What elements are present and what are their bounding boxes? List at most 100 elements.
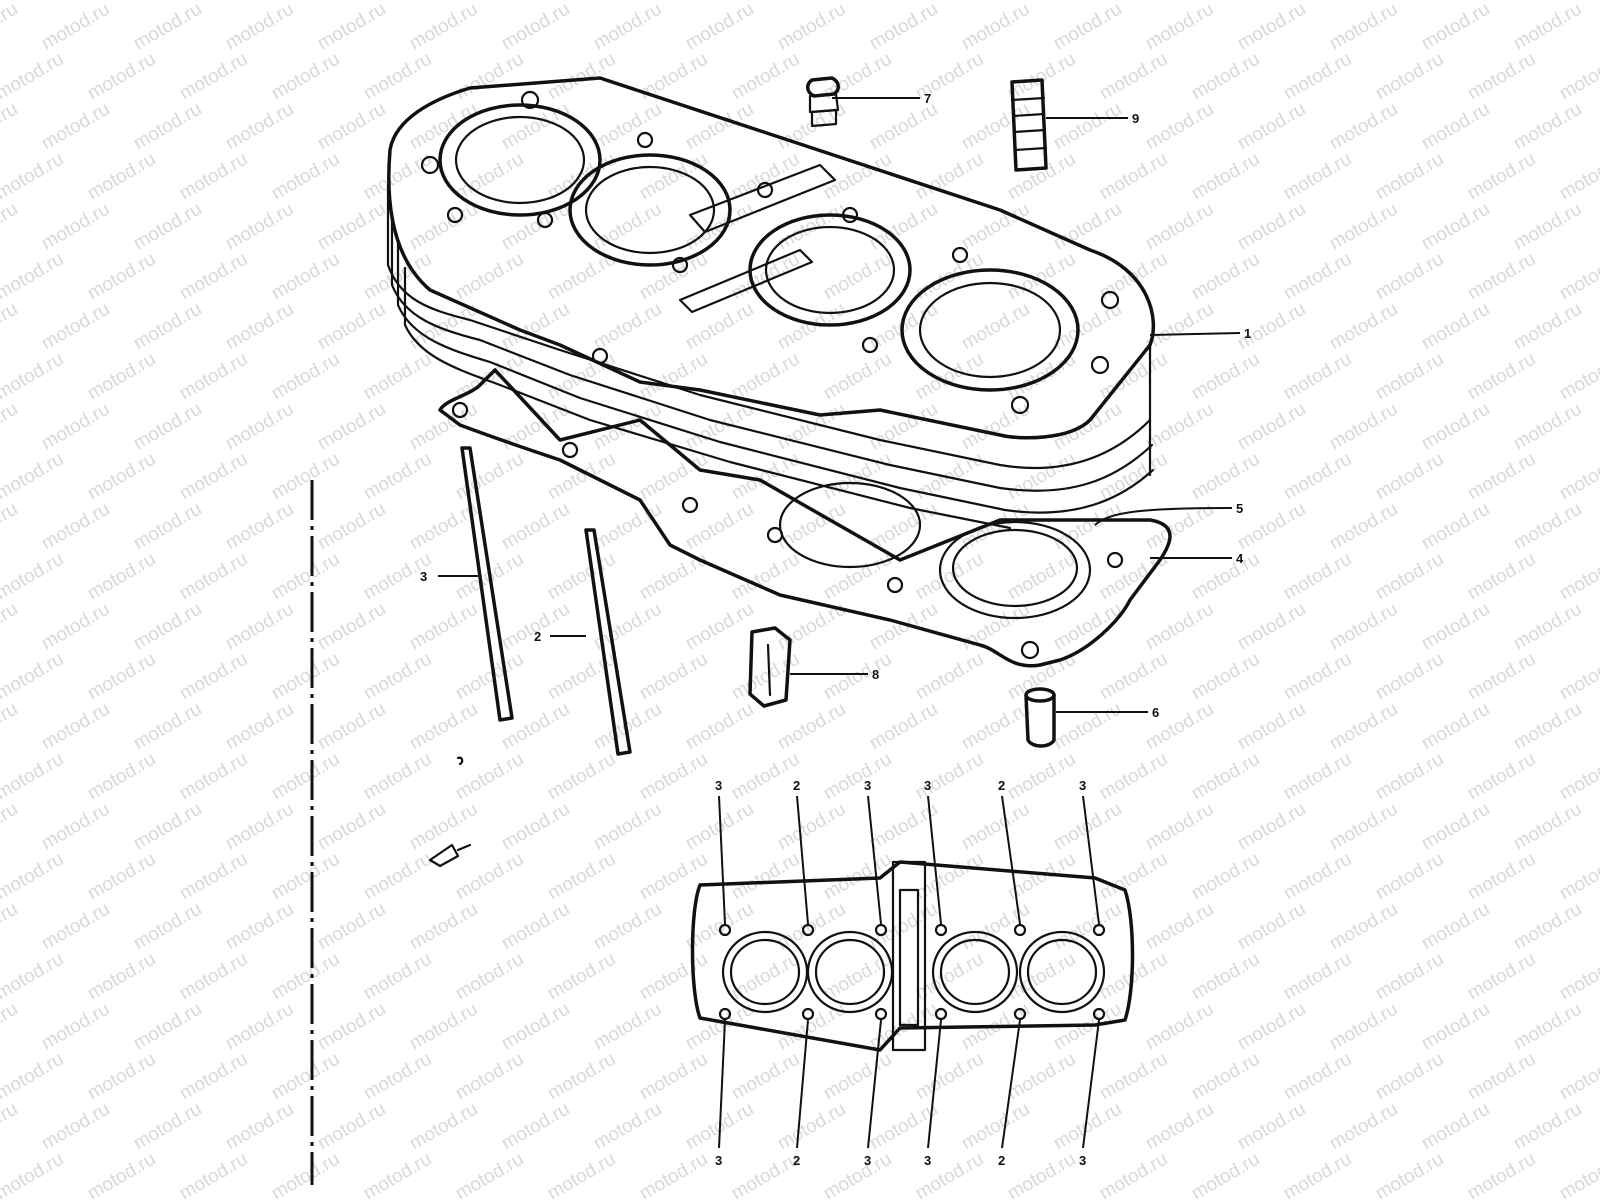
watermark-text: motod.ru [452, 49, 527, 105]
watermark-text: motod.ru [130, 799, 205, 855]
watermark-text: motod.ru [682, 0, 757, 54]
watermark-text: motod.ru [1188, 349, 1263, 405]
watermark-text: motod.ru [360, 649, 435, 705]
watermark-text: motod.ru [544, 949, 619, 1005]
watermark-text: motod.ru [1050, 899, 1125, 955]
watermark-text: motod.ru [1464, 149, 1539, 205]
watermark-text: motod.ru [84, 1049, 159, 1105]
watermark-text: motod.ru [1096, 1149, 1171, 1200]
map-top-label: 3 [715, 778, 722, 793]
map-bottom-label: 3 [1079, 1153, 1086, 1168]
watermark-text: motod.ru [176, 849, 251, 905]
watermark-text: motod.ru [1280, 549, 1355, 605]
watermark-text: motod.ru [1510, 499, 1585, 555]
watermark-text: motod.ru [314, 999, 389, 1055]
watermark-text: motod.ru [0, 899, 21, 955]
watermark-text: motod.ru [84, 749, 159, 805]
callout-6: 6 [1152, 705, 1159, 720]
watermark-text: motod.ru [406, 0, 481, 54]
cylinder-block[interactable] [386, 76, 1156, 530]
watermark-text: motod.ru [1464, 49, 1539, 105]
watermark-text: motod.ru [1372, 749, 1447, 805]
watermark-text: motod.ru [222, 599, 297, 655]
watermark-text: motod.ru [1464, 1149, 1539, 1200]
watermark-text: motod.ru [0, 1149, 67, 1200]
watermark-text: motod.ru [0, 1199, 21, 1200]
watermark-text: motod.ru [728, 749, 803, 805]
watermark-text: motod.ru [222, 799, 297, 855]
cylinder-gasket[interactable] [438, 368, 1172, 668]
watermark-text: motod.ru [820, 649, 895, 705]
watermark-text: motod.ru [1556, 549, 1600, 605]
watermark-text: motod.ru [590, 1099, 665, 1155]
watermark-text: motod.ru [38, 99, 113, 155]
watermark-text: motod.ru [314, 399, 389, 455]
watermark-text: motod.ru [544, 849, 619, 905]
watermark-text: motod.ru [0, 349, 67, 405]
callout-3: 3 [420, 569, 427, 584]
watermark-text: motod.ru [636, 949, 711, 1005]
watermark-text: motod.ru [866, 99, 941, 155]
watermark-text: motod.ru [38, 299, 113, 355]
watermark-text: motod.ru [1418, 999, 1493, 1055]
watermark-text: motod.ru [130, 199, 205, 255]
watermark-text: motod.ru [1050, 0, 1125, 54]
watermark-text: motod.ru [636, 49, 711, 105]
watermark-text: motod.ru [636, 249, 711, 305]
watermark-text: motod.ru [1418, 1099, 1493, 1155]
watermark-text: motod.ru [1096, 1049, 1171, 1105]
watermark-text: motod.ru [728, 649, 803, 705]
watermark-text: motod.ru [1556, 0, 1600, 4]
watermark-text: motod.ru [1280, 249, 1355, 305]
part-6-dowel[interactable] [1024, 687, 1056, 748]
map-leader [796, 795, 809, 925]
part-7-grommet[interactable] [806, 76, 840, 128]
watermark-text: motod.ru [130, 299, 205, 355]
watermark-text: motod.ru [728, 1049, 803, 1105]
watermark-text: motod.ru [38, 799, 113, 855]
watermark-text: motod.ru [222, 0, 297, 54]
watermark-text: motod.ru [1326, 1099, 1401, 1155]
watermark-text: motod.ru [360, 849, 435, 905]
callout-1: 1 [1244, 326, 1251, 341]
map-bottom-label: 2 [793, 1153, 800, 1168]
watermark-text: motod.ru [268, 949, 343, 1005]
stud-long[interactable] [460, 446, 514, 722]
watermark-text: motod.ru [1234, 599, 1309, 655]
watermark-text: motod.ru [406, 199, 481, 255]
watermark-text: motod.ru [38, 999, 113, 1055]
part-9-seal-stack[interactable] [1010, 78, 1048, 172]
watermark-text: motod.ru [452, 1149, 527, 1200]
watermark-text: motod.ru [314, 699, 389, 755]
watermark-text: motod.ru [636, 849, 711, 905]
watermark-text: motod.ru [84, 249, 159, 305]
watermark-text: motod.ru [498, 499, 573, 555]
watermark-text: motod.ru [636, 649, 711, 705]
map-bottom-label: 3 [715, 1153, 722, 1168]
watermark-text: motod.ru [1418, 799, 1493, 855]
watermark-text: motod.ru [1234, 699, 1309, 755]
stud-short[interactable] [584, 528, 632, 756]
watermark-text: motod.ru [176, 1049, 251, 1105]
watermark-text: motod.ru [176, 449, 251, 505]
watermark-text: motod.ru [452, 849, 527, 905]
watermark-text: motod.ru [360, 749, 435, 805]
watermark-text: motod.ru [728, 49, 803, 105]
watermark-text: motod.ru [1556, 849, 1600, 905]
watermark-text: motod.ru [0, 849, 67, 905]
watermark-text: motod.ru [1510, 599, 1585, 655]
watermark-text: motod.ru [1004, 249, 1079, 305]
watermark-text: motod.ru [590, 799, 665, 855]
part-8-block[interactable] [748, 626, 792, 708]
watermark-text: motod.ru [84, 49, 159, 105]
watermark-text: motod.ru [222, 399, 297, 455]
watermark-text: motod.ru [1372, 49, 1447, 105]
watermark-text: motod.ru [1142, 199, 1217, 255]
watermark-text: motod.ru [682, 299, 757, 355]
watermark-text: motod.ru [222, 899, 297, 955]
watermark-text: motod.ru [1234, 1099, 1309, 1155]
watermark-text: motod.ru [1372, 249, 1447, 305]
watermark-text: motod.ru [1372, 449, 1447, 505]
watermark-text: motod.ru [1142, 99, 1217, 155]
watermark-text: motod.ru [1510, 1099, 1585, 1155]
